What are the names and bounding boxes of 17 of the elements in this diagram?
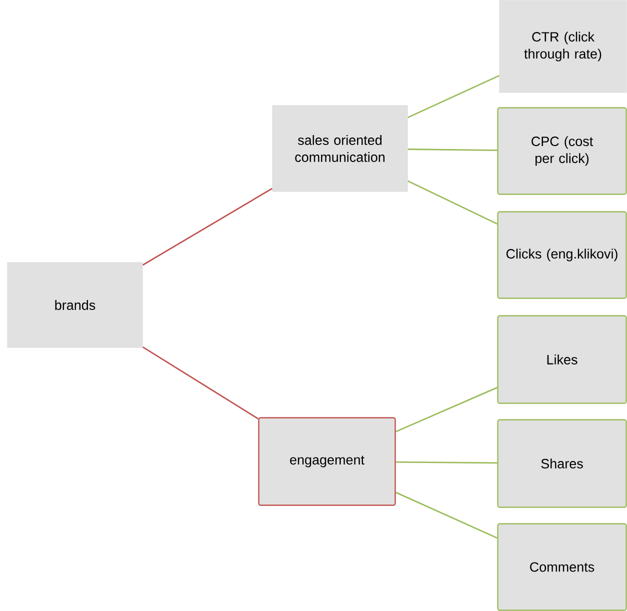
connector-line xyxy=(396,461,498,464)
connector-line xyxy=(142,346,259,420)
connector-line xyxy=(408,180,498,225)
concept-box: Shares xyxy=(497,419,627,508)
concept-box: Comments xyxy=(497,523,627,611)
concept-box: sales oriented communication xyxy=(272,105,408,192)
connector-line xyxy=(408,74,500,118)
concept-box: engagement xyxy=(258,417,396,506)
connector-line xyxy=(396,492,498,539)
concept-box: Likes xyxy=(497,315,627,404)
concept-box: CPC (cost per click) xyxy=(497,107,627,195)
connector-line xyxy=(142,188,272,266)
concept-box: Clicks (eng.klikovi) xyxy=(497,211,627,299)
connector-line xyxy=(396,386,498,432)
concept-box: CTR (click through rate) xyxy=(499,0,627,93)
concept-box: brands xyxy=(7,262,143,348)
connector-line xyxy=(408,148,498,151)
